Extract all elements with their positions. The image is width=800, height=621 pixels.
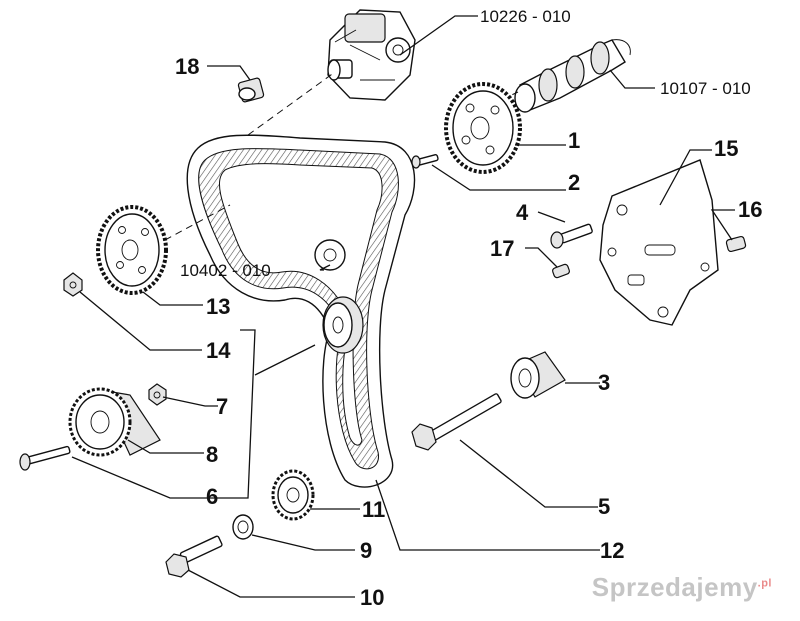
bolt-bracket — [550, 223, 593, 249]
label-4: 4 — [516, 200, 529, 225]
bushing — [237, 77, 265, 103]
label-3: 3 — [598, 370, 610, 395]
label-5: 5 — [598, 494, 610, 519]
belt-tensioner — [68, 387, 161, 457]
label-13: 13 — [206, 294, 230, 319]
tensioner-pulley-inner — [322, 296, 364, 354]
label-1: 1 — [568, 128, 580, 153]
reference-labels: 10226 - 010 10107 - 010 10402 - 010 — [180, 7, 751, 280]
ref-camshaft: 10107 - 010 — [660, 79, 751, 98]
label-18: 18 — [175, 54, 199, 79]
label-7: 7 — [216, 394, 228, 419]
spacer-ring — [232, 514, 254, 540]
roller-bolt — [411, 393, 502, 451]
nut-lower — [148, 383, 167, 406]
label-9: 9 — [360, 538, 372, 563]
timing-belt — [186, 134, 416, 488]
ref-pump: 10226 - 010 — [480, 7, 571, 26]
tensioner-bolt — [19, 445, 71, 471]
crankshaft-bolt — [165, 535, 223, 578]
label-14: 14 — [206, 338, 231, 363]
camshaft — [514, 39, 631, 113]
high-pressure-pump — [327, 9, 416, 101]
label-10: 10 — [360, 585, 384, 610]
pump-sprocket — [96, 205, 168, 295]
idler-roller — [510, 351, 566, 399]
idler-roller-upper — [314, 239, 346, 271]
tensioner-bracket — [599, 159, 719, 326]
label-11: 11 — [362, 497, 385, 522]
watermark-logo: Sprzedajemy.pl — [592, 572, 772, 603]
ref-idler: 10402 - 010 — [180, 261, 271, 280]
crankshaft-pulley — [271, 469, 315, 521]
label-16: 16 — [738, 197, 762, 222]
label-8: 8 — [206, 442, 218, 467]
dowel-pin — [725, 235, 747, 253]
camshaft-sprocket — [444, 82, 522, 174]
bolt-small — [411, 154, 439, 169]
label-17: 17 — [490, 236, 514, 261]
watermark-suffix: .pl — [757, 577, 772, 590]
stud — [552, 263, 570, 279]
watermark-text: Sprzedajemy — [591, 572, 758, 602]
part-number-labels: 1 2 3 4 5 6 7 8 9 10 11 12 13 14 15 16 1… — [175, 54, 762, 610]
label-15: 15 — [714, 136, 738, 161]
leader-lines — [71, 15, 735, 598]
label-12: 12 — [600, 538, 624, 563]
nut-upper — [63, 272, 83, 297]
label-6: 6 — [206, 484, 218, 509]
label-2: 2 — [568, 170, 580, 195]
